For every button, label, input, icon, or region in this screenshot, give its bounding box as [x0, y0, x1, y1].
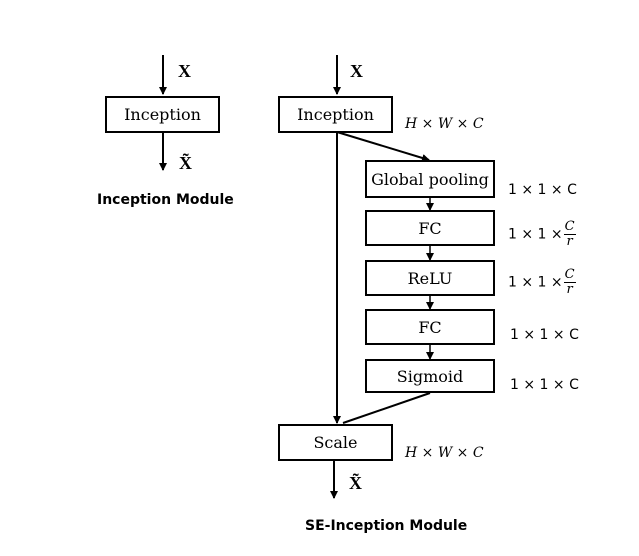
dim-inception-out: H × W × C	[405, 116, 484, 132]
dim-global-pooling: 1 × 1 × C	[508, 182, 577, 198]
global-pooling-block: Global pooling	[365, 160, 495, 198]
sigmoid-label: Sigmoid	[396, 366, 464, 386]
relu-block: ReLU	[365, 260, 495, 296]
fc2-block: FC	[365, 309, 495, 345]
se-output-symbol: X̃	[349, 473, 362, 493]
dim-sigmoid: 1 × 1 × C	[510, 377, 579, 393]
fc1-label: FC	[418, 218, 442, 238]
left-inception-label: Inception	[124, 105, 201, 124]
se-inception-label: Inception	[297, 105, 374, 124]
dim-fc2: 1 × 1 × C	[510, 327, 579, 343]
se-inception-block: Inception	[278, 96, 393, 133]
dim-fc1-prefix: 1 × 1 ×	[508, 226, 563, 243]
left-caption: Inception Module	[97, 192, 234, 208]
se-input-symbol: X	[350, 61, 363, 81]
dim-relu-prefix: 1 × 1 ×	[508, 274, 563, 291]
dim-relu-den: r	[566, 282, 573, 297]
dim-fc1-den: r	[566, 234, 573, 249]
global-pooling-label: Global pooling	[371, 169, 489, 189]
fc1-block: FC	[365, 210, 495, 246]
dim-relu-num: C	[563, 267, 576, 283]
dim-fc1-num: C	[563, 219, 576, 235]
left-output-symbol: X̃	[179, 153, 192, 173]
dim-scale-out: H × W × C	[405, 445, 484, 461]
scale-label: Scale	[313, 433, 358, 452]
left-inception-block: Inception	[105, 96, 220, 133]
scale-block: Scale	[278, 424, 393, 461]
se-branch-arrow	[336, 131, 430, 162]
fc2-label: FC	[418, 317, 442, 337]
sigmoid-block: Sigmoid	[365, 359, 495, 393]
left-input-symbol: X	[178, 61, 191, 81]
relu-label: ReLU	[407, 268, 453, 288]
se-caption: SE-Inception Module	[305, 518, 468, 534]
sigmoid-to-scale-line	[342, 392, 431, 424]
